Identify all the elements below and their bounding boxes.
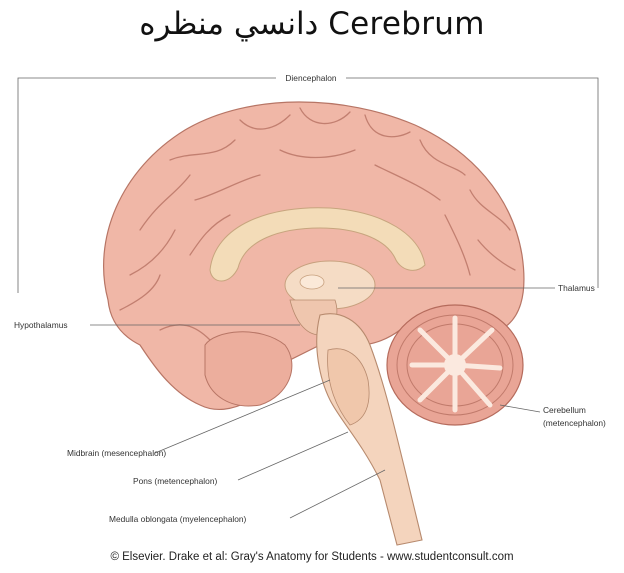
diencephalon-label: Diencephalon <box>285 73 337 83</box>
cerebellum-sublabel: (metencephalon) <box>543 418 606 428</box>
thalamus-label: Thalamus <box>558 283 595 293</box>
temporal-lobe <box>205 332 292 406</box>
thalamus-nucleus <box>300 275 324 289</box>
midbrain-label: Midbrain (mesencephalon) <box>67 448 166 458</box>
arbor-vitae-core <box>444 354 466 376</box>
copyright-credit: © Elsevier. Drake et al: Gray's Anatomy … <box>0 551 624 563</box>
cerebellum-label: Cerebellum <box>543 405 586 415</box>
pons-label: Pons (metencephalon) <box>133 476 217 486</box>
hypothalamus-label: Hypothalamus <box>14 320 68 330</box>
medulla-label: Medulla oblongata (myelencephalon) <box>109 514 247 524</box>
